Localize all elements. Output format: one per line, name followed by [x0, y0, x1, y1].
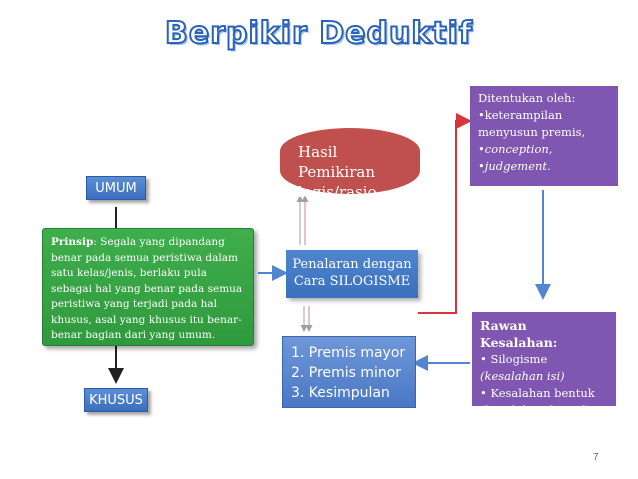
penalaran-line1: Penalaran dengan — [292, 257, 412, 272]
premis-item: 2. Premis minor — [291, 365, 402, 381]
ditentukan-item: •keterampilan menyusun premis, — [478, 108, 586, 139]
rawan-item: • Silogisme — [480, 352, 548, 366]
umum-box: UMUM — [86, 176, 146, 200]
prinsip-label: Prinsip — [51, 236, 94, 248]
prinsip-text: : Segala yang dipandang benar pada semua… — [51, 236, 243, 341]
ditentukan-heading: Ditentukan oleh: — [478, 91, 576, 105]
ditentukan-item: •judgement. — [478, 159, 551, 173]
rawan-heading: Rawan Kesalahan: — [480, 318, 558, 350]
premis-item: 3. Kesimpulan — [291, 385, 390, 401]
page-title: Berpikir Deduktif — [164, 15, 473, 52]
rawan-box: Rawan Kesalahan: • Silogisme (kesalahan … — [472, 312, 616, 417]
hasil-pemikiran-shape: Hasil Pemikiran logis/rasio — [280, 128, 420, 201]
rawan-item: • Kesalahan bentuk — [480, 386, 595, 400]
premis-item: 1. Premis mayor — [291, 345, 406, 361]
penalaran-line2: Cara SILOGISME — [293, 274, 411, 289]
premis-box: 1. Premis mayor 2. Premis minor 3. Kesim… — [282, 336, 416, 408]
ditentukan-box: Ditentukan oleh: •keterampilan menyusun … — [470, 86, 618, 186]
rawan-note: (kesalahan isi) — [480, 369, 565, 383]
red-path — [418, 113, 472, 314]
rawan-note: (kesalahan formal) — [480, 403, 590, 417]
prinsip-box: Prinsip: Segala yang dipandang benar pad… — [42, 228, 254, 346]
page-number: 7 — [593, 452, 599, 463]
ditentukan-item: •conception, — [478, 142, 553, 156]
khusus-box: KHUSUS — [84, 388, 148, 412]
penalaran-box: Penalaran dengan Cara SILOGISME — [286, 250, 418, 298]
